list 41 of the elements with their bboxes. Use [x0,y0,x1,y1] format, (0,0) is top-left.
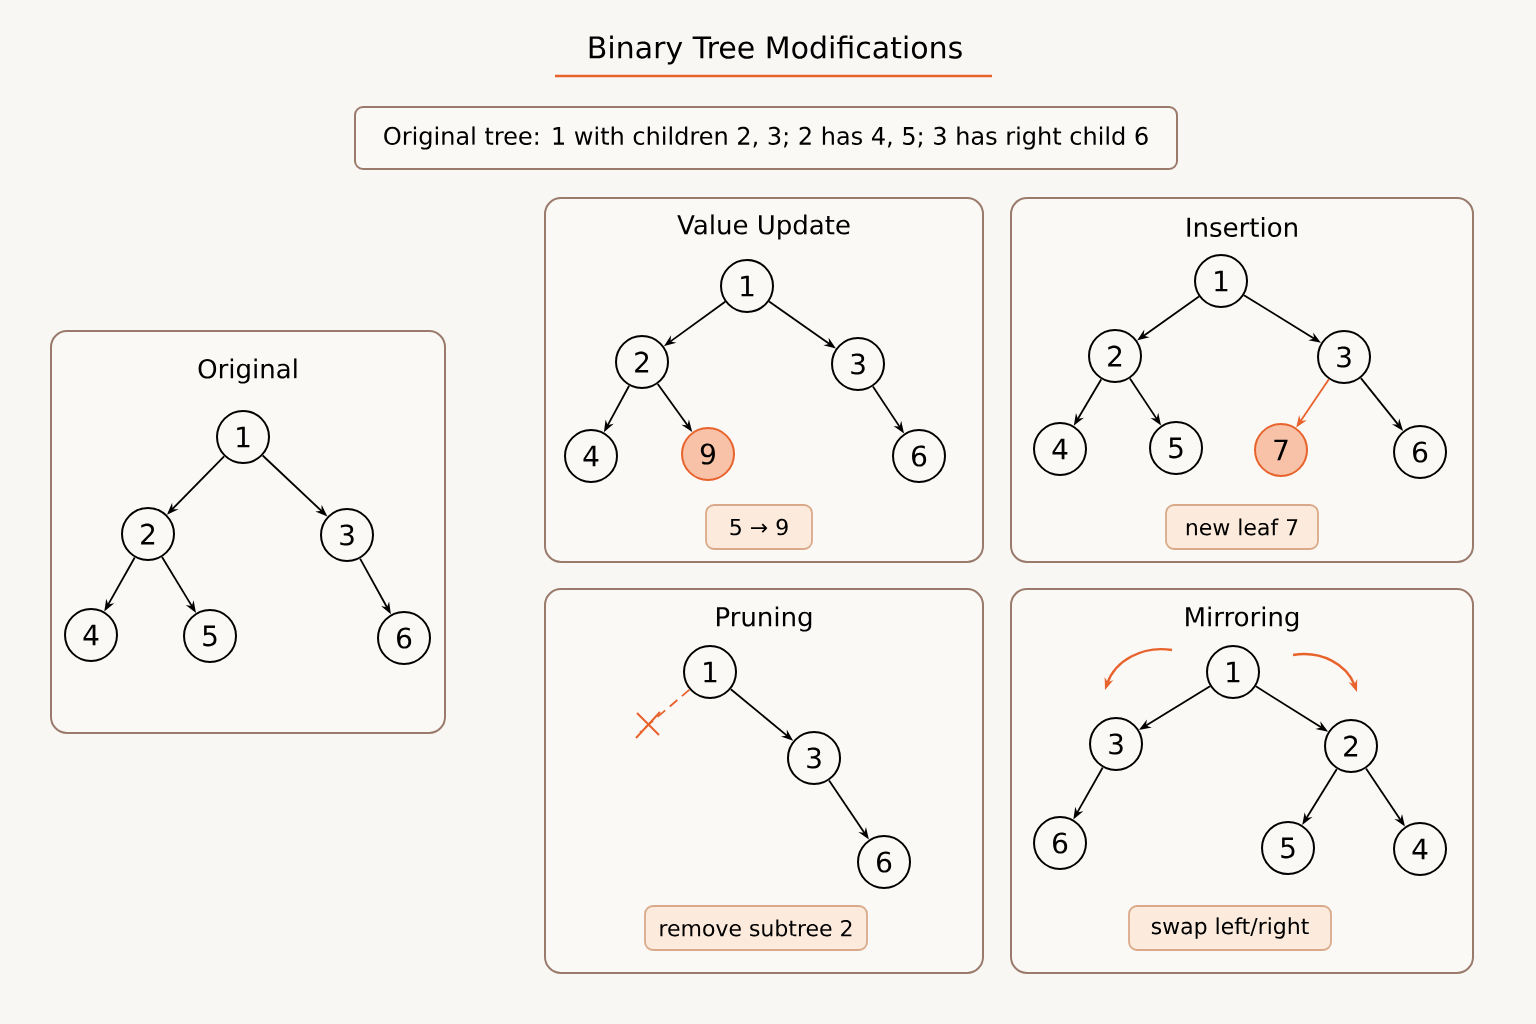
tree-node: 4 [1393,822,1447,876]
tree-node: 3 [831,337,885,391]
panel-title: Value Update [677,214,850,240]
note-tag: 5 → 9 [705,504,813,550]
tree-node: 1 [1194,254,1248,308]
tree-node: 1 [216,410,270,464]
tree-node: 4 [64,608,118,662]
tree-node: 6 [1033,816,1087,870]
title: Binary Tree Modifications [589,35,962,65]
tree-node: 5 [1261,821,1315,875]
note-tag: remove subtree 2 [644,905,868,951]
tree-node: 1 [683,645,737,699]
tree-node: 6 [892,429,946,483]
tree-node: 1 [720,259,774,313]
highlighted-tree-node: 7 [1254,423,1308,477]
highlighted-tree-node: 9 [681,427,735,481]
tree-node: 3 [787,731,841,785]
panel-title: Mirroring [1186,606,1299,632]
panel-title: Pruning [717,606,812,632]
tree-node: 2 [121,507,175,561]
tree-node: 2 [615,335,669,389]
tree-node: 3 [1089,717,1143,771]
panel-title: Insertion [1187,216,1297,238]
tree-node: 6 [377,611,431,665]
panel-title: Original [198,358,297,384]
note-tag: new leaf 7 [1165,504,1319,550]
tree-node: 6 [1393,425,1447,479]
tree-node: 2 [1324,719,1378,773]
note-tag: swap left/right [1128,905,1332,951]
tree-node: 3 [1317,330,1371,384]
tree-node: 4 [1033,422,1087,476]
tree-node: 5 [183,609,237,663]
tree-node: 2 [1088,329,1142,383]
tree-node: 3 [320,508,374,562]
tree-node: 4 [564,429,618,483]
panel [544,588,984,974]
caption-box: Original tree: 1 with children 2, 3; 2 has 4, 5; 3 has right child 6 [354,106,1178,170]
tree-node: 6 [857,835,911,889]
tree-node: 5 [1149,421,1203,475]
panel [50,330,446,734]
tree-node: 1 [1206,645,1260,699]
